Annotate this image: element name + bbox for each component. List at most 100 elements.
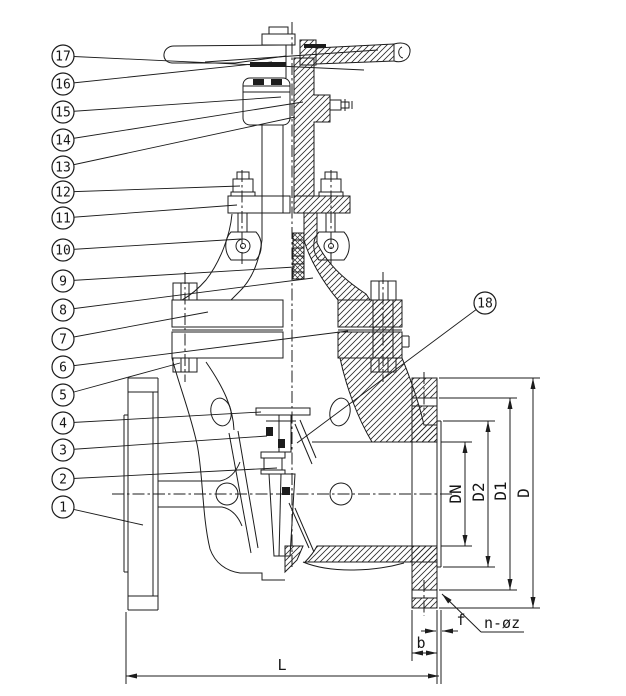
dim-label-b: b	[416, 634, 425, 652]
callout-14: 14	[51, 101, 304, 152]
callout-leader-line	[62, 96, 282, 113]
callout-number: 13	[55, 161, 71, 176]
eye-bolt-nut-left	[232, 178, 254, 193]
valve-section-art	[112, 22, 452, 616]
handwheel	[163, 26, 411, 78]
callout-balloon	[51, 298, 75, 322]
bonnet	[181, 212, 371, 301]
callout-balloon	[51, 495, 75, 519]
dim-label-f: f	[456, 611, 465, 629]
callout-13: 13	[51, 116, 296, 179]
callout-balloon	[51, 155, 75, 179]
callout-leader-line	[296, 302, 486, 444]
dim-label-dn: DN	[446, 484, 465, 503]
callout-number: 16	[55, 78, 71, 93]
callout-number: 14	[55, 134, 71, 149]
callout-number: 9	[59, 275, 67, 290]
callout-leader-line	[62, 116, 296, 168]
callout-number: 4	[59, 417, 67, 432]
callout-9: 9	[51, 266, 296, 293]
callout-6: 6	[51, 330, 349, 379]
callout-number: 2	[59, 473, 67, 488]
dim-label-d: D	[514, 488, 533, 498]
callout-leader-line	[62, 330, 349, 368]
callout-balloon	[51, 411, 75, 435]
callout-8: 8	[51, 277, 314, 322]
stem-t-head	[255, 407, 311, 416]
callout-leader-line	[62, 238, 242, 251]
stem-nut-housing	[242, 57, 353, 214]
callout-2: 2	[51, 467, 278, 491]
callout-leader-line	[62, 467, 278, 480]
seat-ring	[294, 423, 313, 465]
callout-leader-line	[62, 185, 241, 193]
callout-leader-line	[62, 266, 296, 282]
callout-leader-line	[62, 61, 273, 85]
callout-balloon	[473, 291, 497, 315]
callout-balloon	[51, 269, 75, 293]
callout-1: 1	[51, 495, 144, 526]
callout-number: 18	[477, 297, 493, 312]
handwheel-nut	[261, 33, 296, 46]
dim-label-n-phi-z: n-øz	[484, 614, 520, 632]
callout-16: 16	[51, 61, 273, 96]
callout-5: 5	[51, 362, 181, 407]
dim-label-d2: D2	[469, 482, 488, 501]
flange-bolt-nut	[172, 282, 198, 301]
wedge	[268, 473, 296, 557]
callout-number: 15	[55, 106, 71, 121]
callout-10: 10	[51, 238, 242, 262]
callout-number: 17	[55, 50, 71, 65]
callout-balloon	[51, 383, 75, 407]
callout-12: 12	[51, 180, 241, 204]
callout-leader-line	[62, 362, 181, 396]
callout-leader-line	[62, 435, 268, 451]
callout-number: 5	[59, 389, 67, 404]
body-left-flange	[123, 357, 353, 611]
callout-number: 7	[59, 333, 67, 348]
callout-balloon	[51, 72, 75, 96]
right-flange-section	[411, 377, 442, 609]
callout-balloon	[51, 44, 75, 68]
callout-3: 3	[51, 435, 268, 462]
callout-number: 12	[55, 186, 71, 201]
callout-number: 1	[59, 501, 67, 516]
wedge-assembly	[255, 407, 317, 557]
callout-number: 11	[55, 212, 71, 227]
dim-label-l: L	[277, 656, 286, 674]
callout-balloon	[51, 438, 75, 462]
callout-17: 17	[51, 44, 365, 71]
callout-layer: 17 16 15 14 13 12 11 10 9 8 7 6 5 4 3 2 1 18	[51, 44, 497, 526]
flange-bolt-shank	[372, 299, 394, 359]
callout-leader-line	[62, 311, 209, 340]
callout-number: 3	[59, 444, 67, 459]
callout-4: 4	[51, 411, 262, 435]
gland-assembly	[225, 171, 351, 280]
callout-balloon	[51, 238, 75, 262]
grease-fitting	[329, 99, 342, 111]
callout-leader-line	[62, 506, 144, 526]
callout-balloon	[51, 128, 75, 152]
callout-balloon	[51, 355, 75, 379]
callout-leader-line	[62, 101, 304, 141]
callout-7: 7	[51, 311, 209, 351]
callout-balloon	[51, 327, 75, 351]
callout-18: 18	[296, 291, 497, 444]
callout-balloon	[51, 467, 75, 491]
callout-15: 15	[51, 96, 282, 124]
callout-leader-line	[62, 204, 238, 219]
callout-11: 11	[51, 204, 238, 230]
callout-leader-line	[62, 277, 314, 311]
callout-number: 10	[55, 244, 71, 259]
callout-balloon	[51, 100, 75, 124]
dimension-layer: DN D2 D1 D f b n-øz L	[125, 377, 540, 684]
callout-balloon	[51, 206, 75, 230]
callout-balloon	[51, 180, 75, 204]
dim-label-d1: D1	[491, 481, 510, 500]
callout-leader-line	[62, 411, 262, 424]
callout-leader-line	[62, 55, 365, 71]
callout-number: 6	[59, 361, 67, 376]
callout-number: 8	[59, 304, 67, 319]
bonnet-flange-joint	[171, 280, 410, 373]
